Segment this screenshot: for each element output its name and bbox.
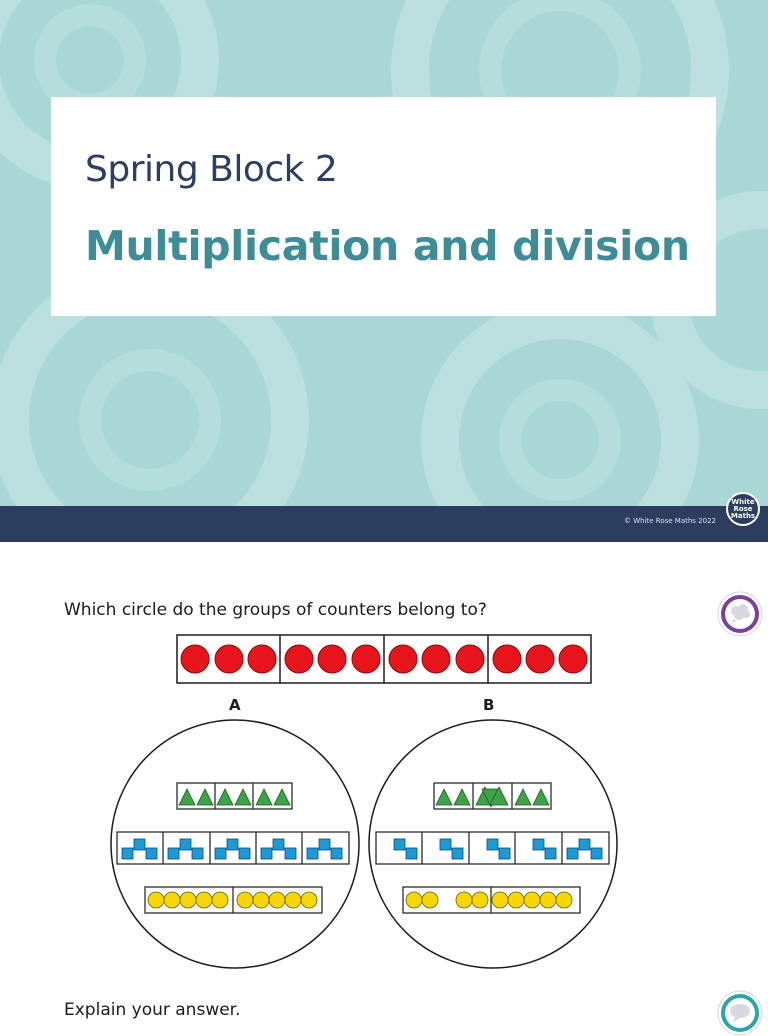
title-card: Spring Block 2 Multiplication and divisi… xyxy=(51,97,716,316)
reference-counter-bar xyxy=(176,634,592,684)
block-title: Multiplication and division xyxy=(85,222,690,270)
explain-prompt: Explain your answer. xyxy=(64,1000,241,1020)
circle-a xyxy=(110,719,360,969)
option-b-label: B xyxy=(483,696,495,714)
speech-bubble-icon xyxy=(717,990,763,1036)
footer-bar: © White Rose Maths 2022 xyxy=(0,506,768,542)
counters-diagram xyxy=(110,634,618,969)
question-text: Which circle do the groups of counters b… xyxy=(64,600,487,620)
block-subtitle: Spring Block 2 xyxy=(85,149,338,190)
copyright-text: © White Rose Maths 2022 xyxy=(623,517,716,525)
white-rose-maths-logo: White Rose Maths xyxy=(726,492,760,526)
option-a-label: A xyxy=(229,696,241,714)
thinking-cloud-icon xyxy=(717,591,763,637)
logo-text: White Rose Maths xyxy=(730,497,756,520)
cover-slide: Spring Block 2 Multiplication and divisi… xyxy=(0,0,768,506)
circle-b xyxy=(368,719,618,969)
